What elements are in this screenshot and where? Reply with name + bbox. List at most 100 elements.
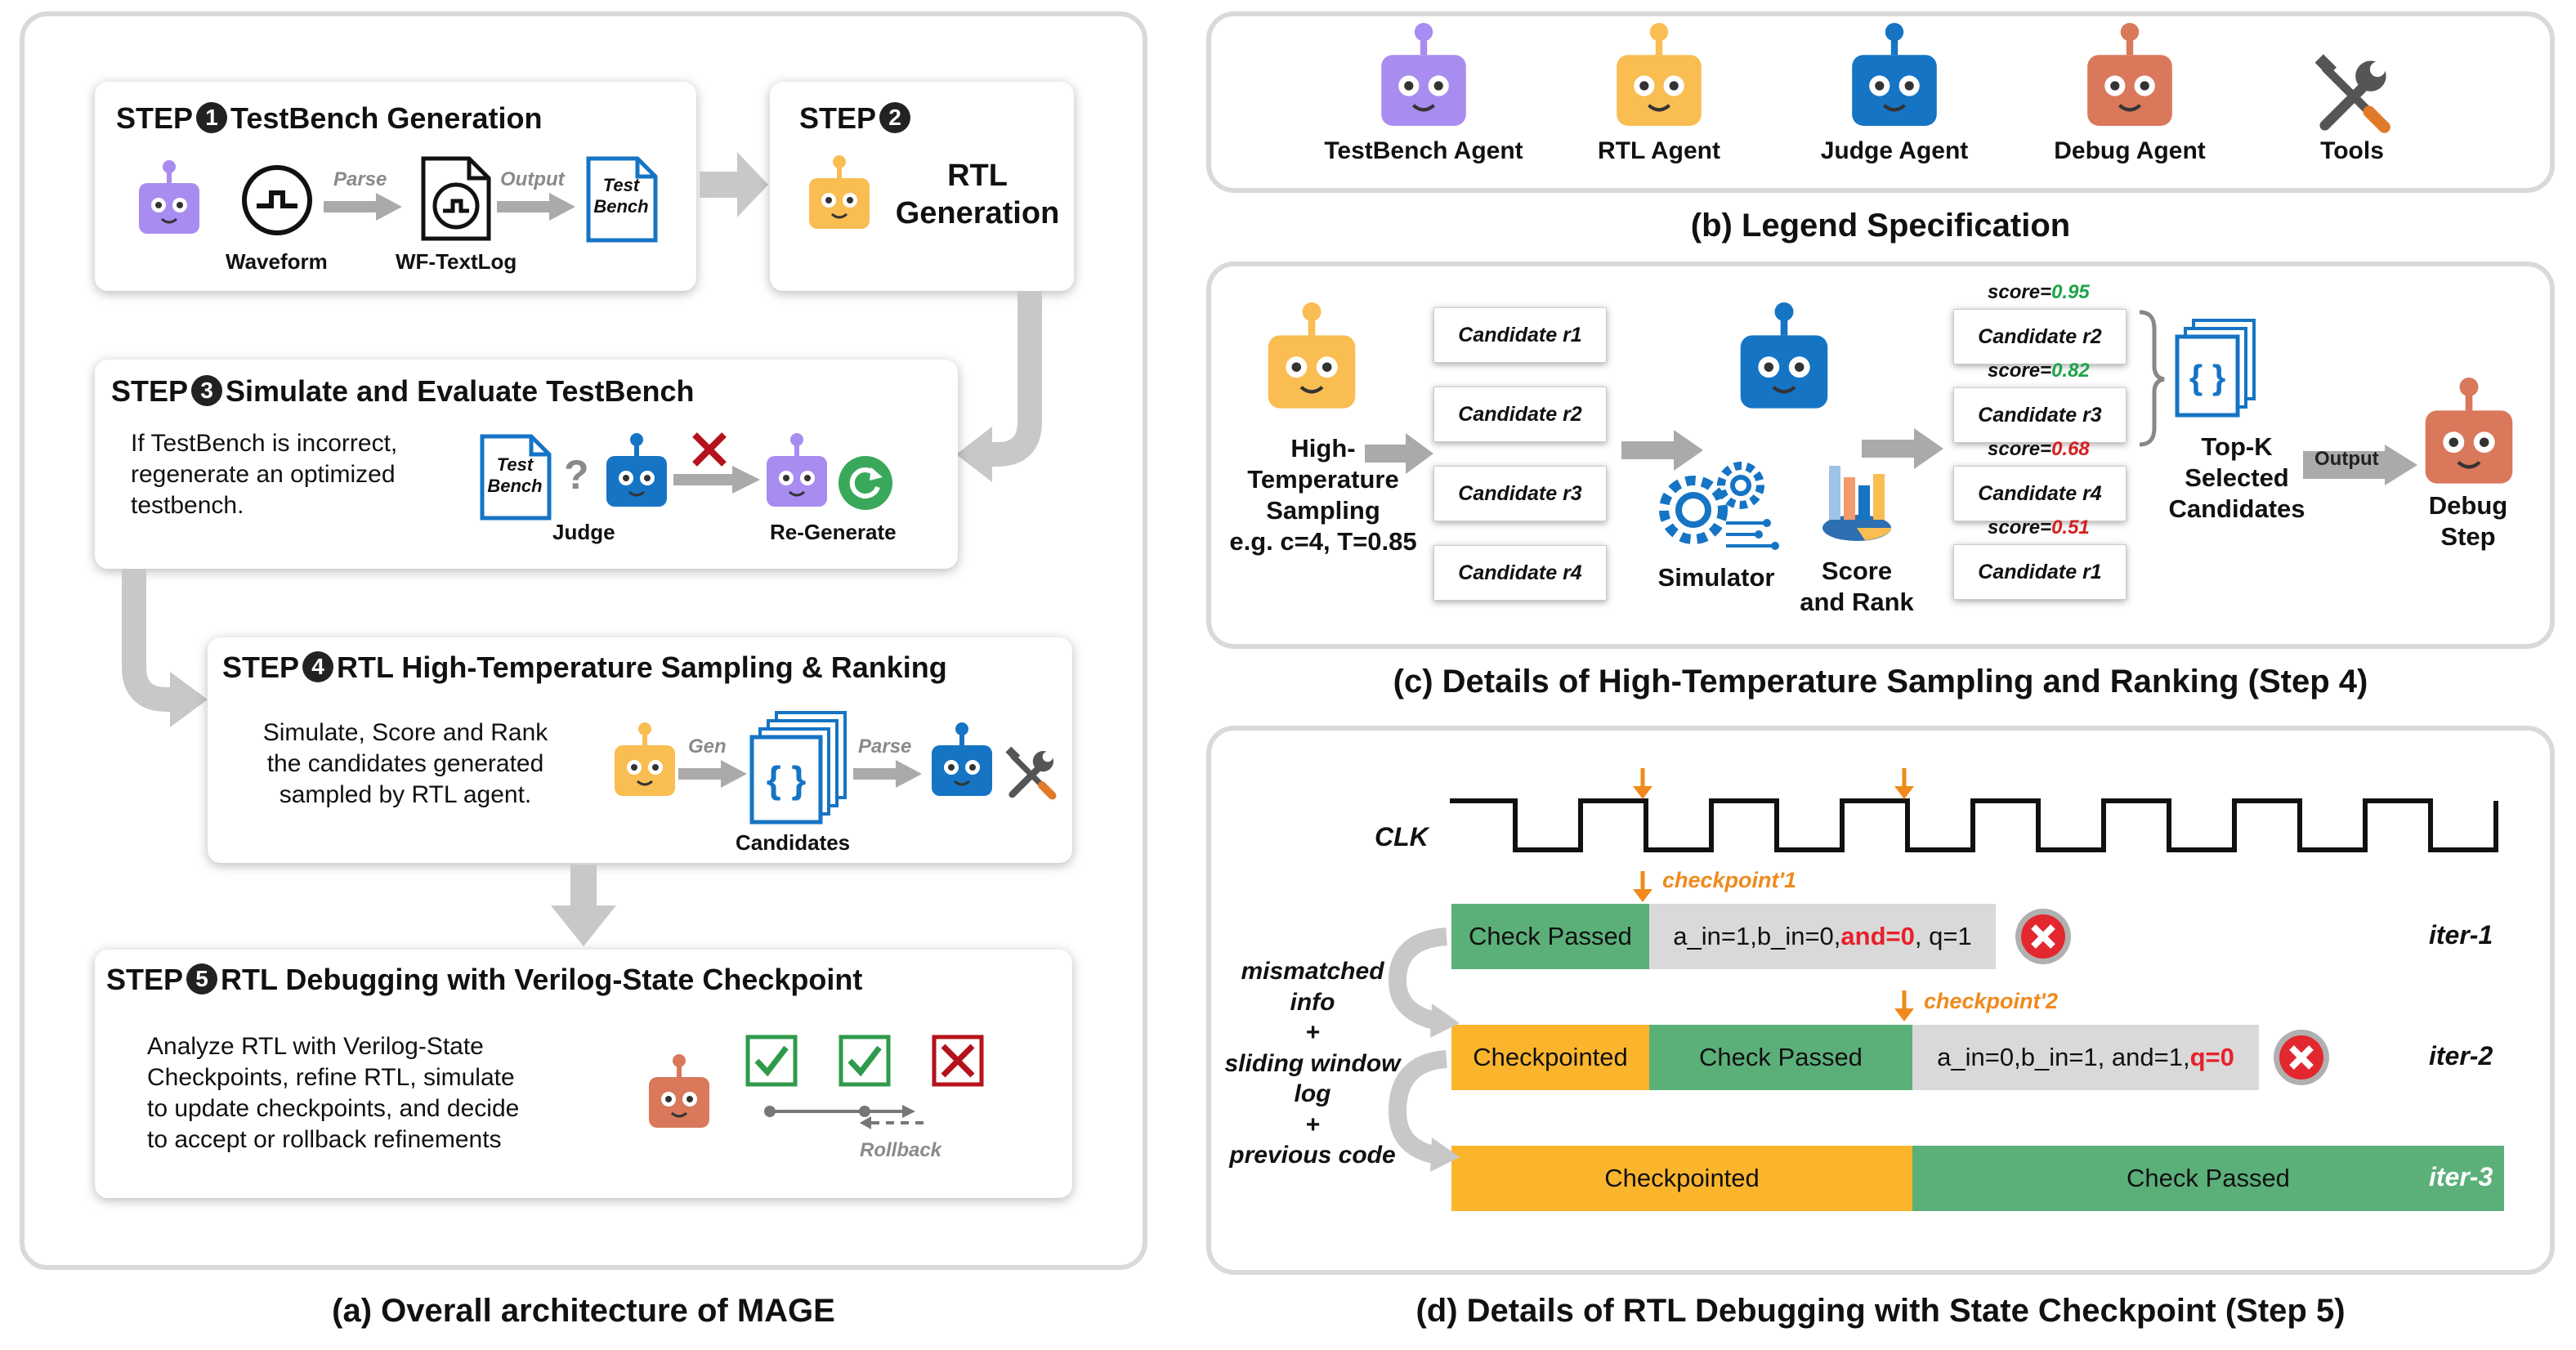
sampling-label: High- Temperature Sampling e.g. c=4, T=0… — [1221, 433, 1425, 557]
iter3-check-passed: Check Passed — [1912, 1146, 2504, 1211]
tools-icon — [2314, 54, 2390, 133]
legend-agent-icon — [1607, 23, 1711, 141]
judge-label: Judge — [552, 520, 615, 544]
step4-desc-line2: the candidates generated — [266, 750, 544, 777]
side-line4: sliding window — [1224, 1049, 1401, 1077]
debug-step-label: Debug Step — [2386, 490, 2550, 552]
caption-b: (b) Legend Specification — [1690, 208, 2071, 244]
score-line: score=0.82 — [1988, 360, 2090, 382]
ranked-candidate-box: Candidate r1 — [1953, 544, 2127, 600]
legend-label: TestBench Agent — [1324, 137, 1523, 164]
judge-agent-icon — [932, 722, 992, 796]
candidates-label: Candidates — [736, 830, 851, 855]
score-line: score=0.95 — [1988, 281, 2090, 304]
refresh-icon — [839, 456, 892, 510]
wf-textlog-icon — [421, 156, 491, 241]
side-line7: previous code — [1229, 1142, 1396, 1169]
checkpoint2-label: checkpoint'2 — [1924, 989, 2058, 1013]
fail-x-icon — [2274, 1030, 2329, 1085]
step3-desc-line2: regenerate an optimized — [131, 461, 396, 488]
step5-title-text: RTL Debugging with Verilog-State Checkpo… — [221, 963, 863, 996]
arrow-step2-to-step3 — [956, 291, 1042, 482]
cross-mark-icon — [692, 432, 727, 467]
iter2-state-mismatch: q=0 — [2189, 1043, 2234, 1071]
step5-description: Analyze RTL with Verilog-State Checkpoin… — [147, 1031, 519, 1156]
step-label: STEP — [106, 963, 184, 996]
iter2-checkpointed: Checkpointed — [1451, 1025, 1649, 1090]
fail-x-icon — [2015, 909, 2071, 964]
step5-card — [95, 950, 1072, 1198]
arrow-output — [2303, 445, 2417, 485]
iter3-label: iter-3 — [2429, 1162, 2493, 1191]
debug-agent-icon — [2425, 378, 2513, 484]
sampling-line1: High- — [1290, 434, 1356, 463]
sampling-line3: Sampling — [1266, 496, 1380, 525]
regenerate-label: Re-Generate — [770, 520, 897, 544]
legend-label: Judge Agent — [1820, 137, 1969, 164]
arrow-gen — [678, 760, 747, 788]
score-rank-chart-icon — [1822, 466, 1891, 541]
step-label: STEP — [111, 374, 189, 408]
score-line: score=0.51 — [1988, 516, 2090, 539]
caption-c: (c) Details of High-Temperature Sampling… — [1393, 664, 2368, 700]
testbench-doc-text: Test Bench — [587, 175, 655, 217]
arrow-to-simulator — [1621, 430, 1703, 471]
clk-label: CLK — [1375, 822, 1429, 852]
score-prefix: score= — [1988, 516, 2052, 539]
svg-text:{ }: { } — [2189, 358, 2225, 396]
testbench-doc-icon — [480, 434, 552, 521]
output-label-text: Output — [2314, 448, 2379, 470]
rtl-agent-icon — [1268, 302, 1356, 409]
arrow-to-ranked — [1862, 428, 1943, 469]
checkpoint1-arrow — [1633, 871, 1652, 902]
step3-desc-line1: If TestBench is incorrect, — [131, 430, 398, 457]
sampling-line2: Temperature — [1247, 465, 1399, 494]
testbench-agent-icon — [767, 433, 827, 507]
tb-line2: Bench — [593, 196, 649, 217]
iter1-state-mismatch: and=0 — [1840, 922, 1915, 950]
iter1-state-values: a_in=1,b_in=0, and=0 , q=1 — [1649, 904, 1996, 969]
rollback-timeline-icon — [764, 1105, 927, 1129]
waveform-icon — [242, 165, 312, 235]
step4-number: 4 — [302, 651, 334, 683]
candidate-box: Candidate r4 — [1433, 545, 1607, 601]
parse-label: Parse — [333, 168, 387, 190]
score-value: 0.95 — [2051, 281, 2090, 303]
topk-code-stack-icon: { } — [2175, 319, 2256, 418]
wf-textlog-label: WF-TextLog — [396, 249, 517, 274]
topk-line1: Top-K — [2201, 432, 2273, 461]
debug-line2: Step — [2440, 522, 2496, 551]
iter1-label: iter-1 — [2429, 920, 2493, 950]
simulator-label: Simulator — [1657, 563, 1775, 592]
topk-line2: Selected — [2185, 463, 2289, 492]
rtl-agent-icon — [809, 155, 870, 229]
step1-number: 1 — [196, 102, 228, 134]
iter1-check-passed: Check Passed — [1451, 904, 1649, 969]
legend-agent-icon — [2077, 23, 2182, 141]
sampling-line4: e.g. c=4, T=0.85 — [1229, 527, 1417, 556]
score-value: 0.68 — [2051, 438, 2090, 460]
feedback-arrow — [1388, 1050, 1460, 1172]
cross-box-icon — [932, 1035, 984, 1087]
caption-a: (a) Overall architecture of MAGE — [332, 1293, 835, 1329]
candidate-box: Candidate r2 — [1433, 387, 1607, 442]
score-value: 0.51 — [2051, 516, 2090, 539]
iter2-state-a: a_in=0,b_in=1, and=1, — [1937, 1043, 2190, 1071]
score-rank-line2: and Rank — [1800, 588, 1914, 616]
svg-text:{ }: { } — [767, 758, 807, 801]
side-line5: log — [1294, 1080, 1331, 1107]
ranked-candidate-box: Candidate r3 — [1953, 387, 2127, 443]
checkpoint-arrow-marker — [1894, 768, 1914, 799]
score-prefix: score= — [1988, 438, 2052, 460]
debug-agent-icon — [649, 1054, 709, 1128]
tools-icon — [1005, 746, 1057, 800]
question-mark-icon: ? — [564, 452, 589, 498]
parse-label: Parse — [858, 735, 912, 758]
waveform-label: Waveform — [226, 249, 328, 274]
legend-label-tools: Tools — [2320, 137, 2384, 164]
testbench-doc-text: Test Bench — [481, 454, 549, 497]
candidate-box: Candidate r3 — [1433, 466, 1607, 521]
iter1-state-a: a_in=1,b_in=0, — [1673, 922, 1841, 950]
